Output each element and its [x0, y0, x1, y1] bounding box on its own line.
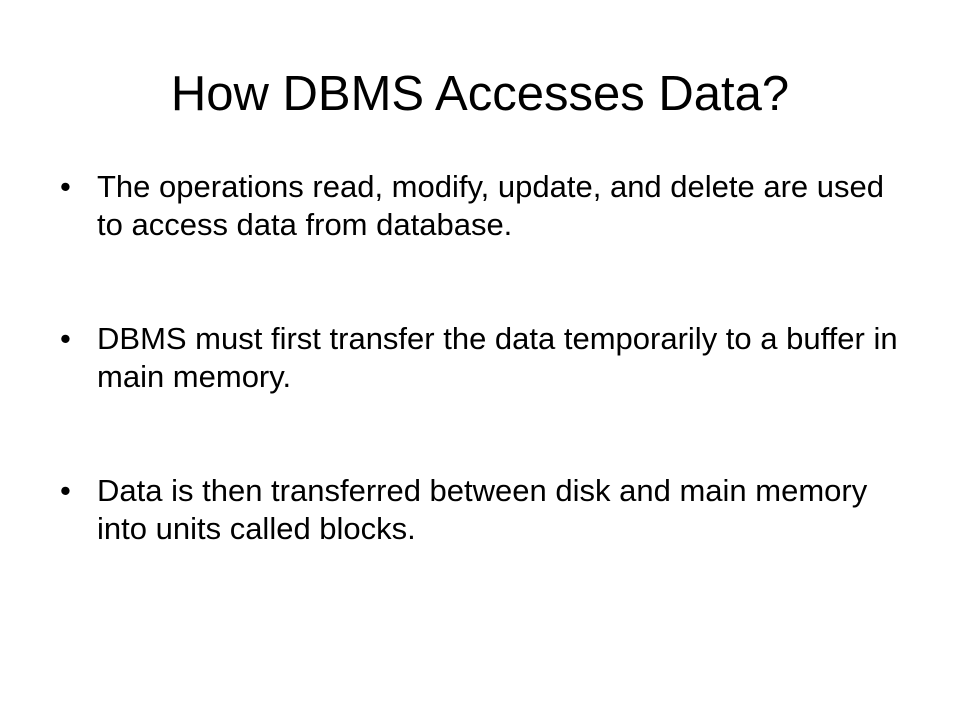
bullet-icon: •	[60, 473, 71, 508]
bullet-list: • The operations read, modify, update, a…	[60, 168, 910, 548]
bullet-icon: •	[60, 321, 71, 356]
bullet-item: • Data is then transferred between disk …	[60, 472, 910, 548]
slide-title: How DBMS Accesses Data?	[170, 67, 790, 121]
bullet-icon: •	[60, 169, 71, 204]
bullet-item: • DBMS must first transfer the data temp…	[60, 320, 910, 396]
bullet-text: Data is then transferred between disk an…	[97, 473, 868, 546]
bullet-text: DBMS must first transfer the data tempor…	[97, 321, 898, 394]
bullet-text: The operations read, modify, update, and…	[97, 169, 885, 242]
bullet-item: • The operations read, modify, update, a…	[60, 168, 910, 244]
